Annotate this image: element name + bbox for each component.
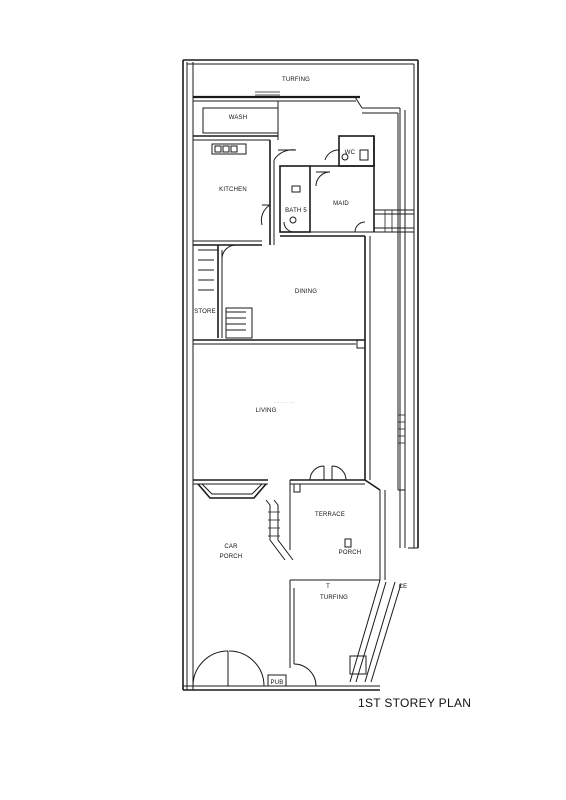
label-car-porch-1: CAR bbox=[224, 544, 238, 550]
label-wash: WASH bbox=[229, 115, 248, 121]
plan-title: 1ST STOREY PLAN bbox=[358, 696, 471, 710]
living-area bbox=[193, 414, 405, 499]
label-bath: BATH 5 bbox=[285, 208, 307, 214]
label-pub: PUB bbox=[271, 680, 284, 686]
label-porch: PORCH bbox=[339, 550, 362, 556]
dining-area bbox=[193, 236, 371, 480]
label-living: LIVING bbox=[256, 408, 277, 414]
label-kitchen: KITCHEN bbox=[219, 187, 247, 193]
kitchen-area bbox=[193, 140, 297, 246]
label-car-porch-2: PORCH bbox=[220, 554, 243, 560]
watermark: ······· bbox=[274, 397, 295, 407]
label-maid: MAID bbox=[333, 201, 349, 207]
label-wc: WC bbox=[345, 150, 356, 156]
terrace-porch-area bbox=[265, 479, 406, 683]
label-store: STORE bbox=[194, 309, 216, 315]
label-dining: DINING bbox=[295, 289, 317, 295]
label-tcar: T bbox=[326, 584, 330, 590]
service-rooms bbox=[279, 135, 414, 237]
rear-wall bbox=[193, 91, 406, 548]
label-turfing-rear: TURFING bbox=[282, 77, 310, 83]
label-turfing-front: TURFING bbox=[320, 595, 348, 601]
label-terrace: TERRACE bbox=[315, 512, 345, 518]
wash-area bbox=[193, 101, 279, 141]
outer-walls bbox=[182, 59, 419, 691]
label-ce: CE bbox=[399, 584, 408, 590]
front-area bbox=[192, 579, 380, 687]
